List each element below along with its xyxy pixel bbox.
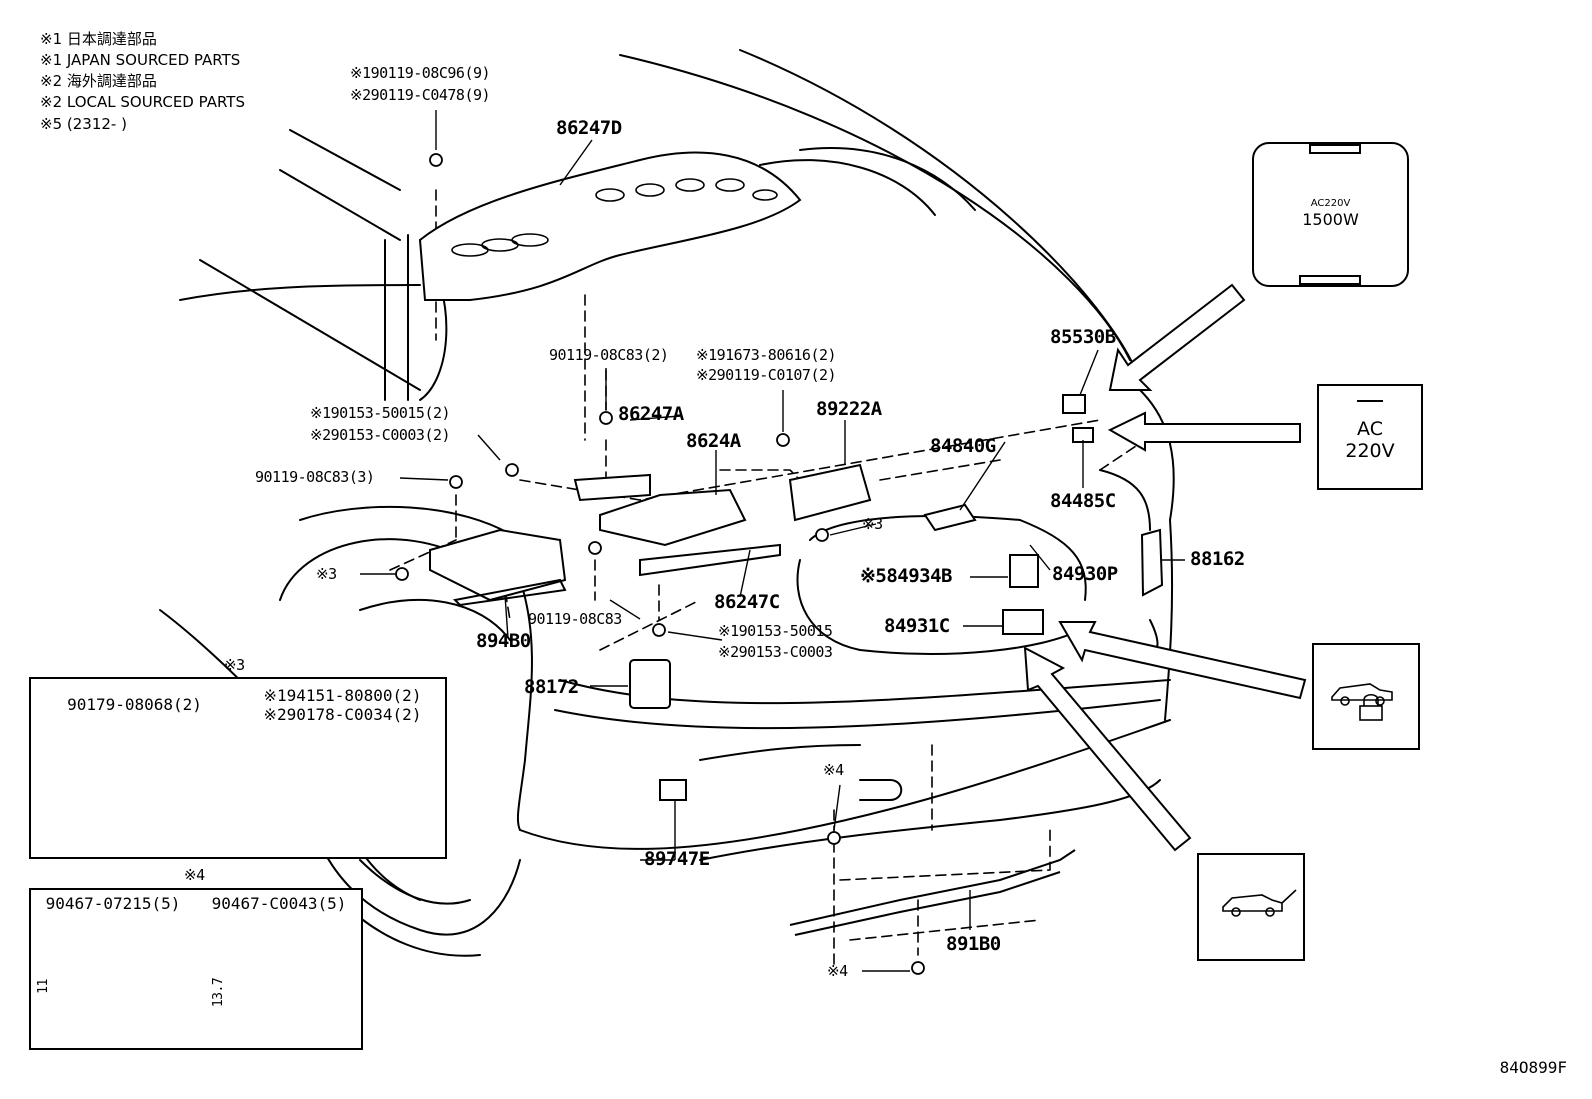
arrow-to-84931C (1058, 621, 1307, 700)
label-note4-b: ※4 (827, 962, 848, 980)
label-86247D: 86247D (556, 117, 622, 139)
outlet-cover-shape (1252, 142, 1409, 287)
vehicle-outline (149, 49, 1175, 957)
ac-220v-box: AC 220V (1317, 384, 1423, 490)
label-90119-08C83-2: 90119-08C83(2) (549, 346, 669, 364)
table3-col2: ※194151-80800(2) ※290178-C0034(2) (240, 679, 445, 731)
ecu-894B0 (429, 528, 567, 607)
label-88162: 88162 (1190, 548, 1245, 570)
label-86247A: 86247A (618, 403, 684, 425)
label-894B0: 894B0 (476, 630, 531, 652)
label-clip-mid-2: ※290153-C0003 (718, 643, 833, 661)
table-note4: 90467-07215(5) 90467-C0043(5) (29, 888, 363, 1050)
label-84934B: ※584934B (860, 565, 953, 587)
label-clip-left-2: ※290153-C0003(2) (310, 426, 451, 444)
label-84930P: 84930P (1052, 563, 1118, 585)
table4-col2: 90467-C0043(5) (211, 894, 347, 914)
switch-84931C (1002, 609, 1044, 635)
label-clip-left-1: ※190153-50015(2) (310, 404, 451, 422)
note-local-jp: ※2 海外調達部品 (40, 72, 157, 90)
lock-car-box (1312, 643, 1420, 750)
label-note4-a: ※4 (823, 761, 844, 779)
table3-col2-line2: ※290178-C0034(2) (263, 705, 422, 724)
tailgate-car-icon (1222, 889, 1297, 917)
tailgate-car-box (1197, 853, 1305, 961)
fasteners (395, 153, 925, 975)
label-90119-08C83-3: 90119-08C83(3) (255, 468, 375, 486)
ac-box-line1: AC (1357, 418, 1383, 440)
label-89222A: 89222A (816, 398, 882, 420)
table4-title: ※4 (184, 866, 205, 884)
table4-dim1: 11 (35, 979, 51, 994)
table3-col2-line1: ※194151-80800(2) (263, 685, 422, 705)
label-84931C: 84931C (884, 615, 950, 637)
label-bolt-top-1: ※190119-08C96(9) (350, 64, 491, 82)
table3-col1: 90179-08068(2) (67, 695, 202, 715)
label-note3-b: ※3 (862, 515, 883, 533)
note-japan-jp: ※1 日本調達部品 (40, 30, 157, 48)
note-japan-en: ※1 JAPAN SOURCED PARTS (40, 51, 241, 69)
outlet-cover-line2: 1500W (1302, 210, 1359, 229)
table4-dim2: 13.7 (211, 977, 227, 1008)
table4-col1: 90467-07215(5) (45, 894, 181, 914)
arrow-to-85530B (1108, 283, 1246, 391)
note-local-en: ※2 LOCAL SOURCED PARTS (40, 93, 245, 111)
label-90119-08C83: 90119-08C83 (528, 610, 622, 628)
ac-box-line2: 220V (1345, 440, 1395, 462)
label-86247C: 86247C (714, 591, 780, 613)
table3-title: ※3 (224, 656, 245, 674)
unit-89222A (788, 463, 872, 522)
cover-86247D (418, 151, 802, 301)
label-88172: 88172 (524, 676, 579, 698)
label-8624A: 8624A (686, 430, 741, 452)
label-bolt-top-2: ※290119-C0478(9) (350, 86, 491, 104)
table-note3: 90179-08068(2) ※194151-80800(2) ※290178-… (29, 677, 447, 859)
label-89747E: 89747E (644, 848, 710, 870)
label-84840G: 84840G (930, 435, 996, 457)
sensor-89747E (659, 779, 687, 801)
label-screw-1: ※191673-80616(2) (696, 346, 837, 364)
label-note3-a: ※3 (316, 565, 337, 583)
switch-84485C (1072, 427, 1094, 443)
part-88162 (1140, 528, 1164, 597)
switch-85530B (1062, 394, 1086, 414)
note-5: ※5 (2312- ) (40, 115, 127, 133)
label-screw-2: ※290119-C0107(2) (696, 366, 837, 384)
lock-car-icon (1331, 683, 1393, 721)
part-88172 (629, 659, 671, 709)
label-891B0: 891B0 (946, 933, 1001, 955)
arrow-to-84931C-b (1023, 646, 1192, 852)
outlet-cover-line1: AC220V (1310, 198, 1351, 209)
label-84485C: 84485C (1050, 490, 1116, 512)
ecu-8624A (573, 473, 781, 577)
switch-84840G (923, 503, 977, 532)
label-clip-mid-1: ※190153-50015 (718, 622, 833, 640)
label-85530B: 85530B (1050, 326, 1116, 348)
strip-891B0 (789, 849, 1076, 936)
arrow-to-84485C (1107, 411, 1301, 452)
document-id: 84O899F (1499, 1058, 1567, 1077)
switch-84934B (1009, 554, 1039, 588)
